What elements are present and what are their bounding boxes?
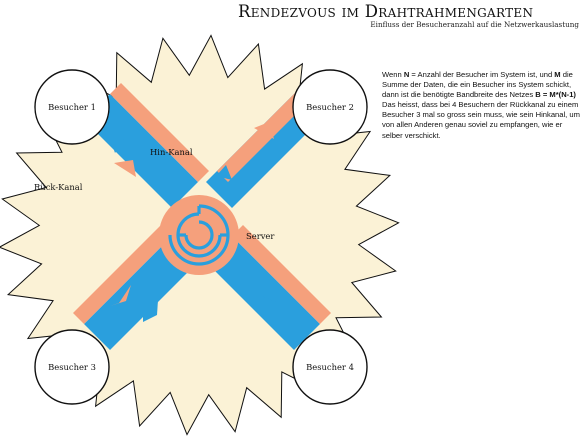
description-text: Wenn N = Anzahl der Besucher im System i… — [382, 70, 582, 141]
desc-part: Wenn — [382, 70, 404, 79]
backward-channel-band — [84, 236, 198, 350]
backward-arrow — [262, 296, 282, 318]
forward-arrow — [254, 122, 274, 139]
backward-arrow — [216, 165, 232, 180]
forward-channel-band — [110, 83, 209, 182]
visitor-4-label: Besucher 4 — [306, 362, 354, 372]
forward-channel-band — [232, 225, 331, 324]
desc-var-n: N — [403, 70, 410, 79]
visitor-4-node[interactable]: Besucher 4 — [292, 329, 368, 405]
visitor-3-label: Besucher 3 — [48, 362, 96, 372]
forward-channel-label: Hin-Kanal — [150, 147, 193, 157]
server-maze-icon — [168, 204, 230, 266]
forward-arrow — [260, 247, 282, 268]
backward-channel-band — [84, 94, 198, 208]
channel-visitor-2 — [206, 83, 320, 208]
backward-arrow — [112, 127, 124, 153]
page-subtitle: Einfluss der Besucheranzahl auf die Netz… — [370, 20, 579, 29]
channel-visitor-3 — [73, 225, 198, 350]
visitor-2-circle[interactable] — [292, 69, 368, 145]
backward-channel-band — [206, 236, 320, 350]
desc-part: = Anzahl der Besucher im System ist, und — [409, 70, 555, 79]
channel-visitor-4 — [206, 225, 331, 350]
desc-formula: B = M*(N-1) — [535, 90, 576, 100]
visitor-3-node[interactable]: Besucher 3 — [34, 329, 110, 405]
visitor-2-node[interactable]: Besucher 2 — [292, 69, 368, 145]
desc-paragraph-2: Das heisst, dass bei 4 Besuchern der Rüc… — [382, 100, 580, 140]
desc-var-m: M — [554, 70, 561, 79]
forward-arrow — [114, 160, 136, 177]
desc-part: die Summe der Daten, die ein Besucher in… — [382, 70, 573, 100]
visitor-2-label: Besucher 2 — [306, 102, 354, 112]
visitor-1-circle[interactable] — [34, 69, 110, 145]
backward-arrow — [143, 300, 158, 322]
backward-channel-label: Rück-Kanal — [34, 182, 83, 192]
server-label: Server — [246, 231, 274, 241]
page-title: Rendezvous im Drahtrahmengarten — [238, 2, 534, 21]
visitor-1-node[interactable]: Besucher 1 — [34, 69, 110, 145]
visitor-4-circle[interactable] — [292, 329, 368, 405]
visitor-3-circle[interactable] — [34, 329, 110, 405]
backward-channel-band — [206, 94, 320, 208]
visitor-1-label: Besucher 1 — [48, 102, 96, 112]
server-node: Server — [159, 195, 274, 275]
forward-channel-band — [73, 225, 172, 324]
forward-arrow — [110, 285, 131, 306]
channel-visitor-1 — [84, 83, 209, 208]
